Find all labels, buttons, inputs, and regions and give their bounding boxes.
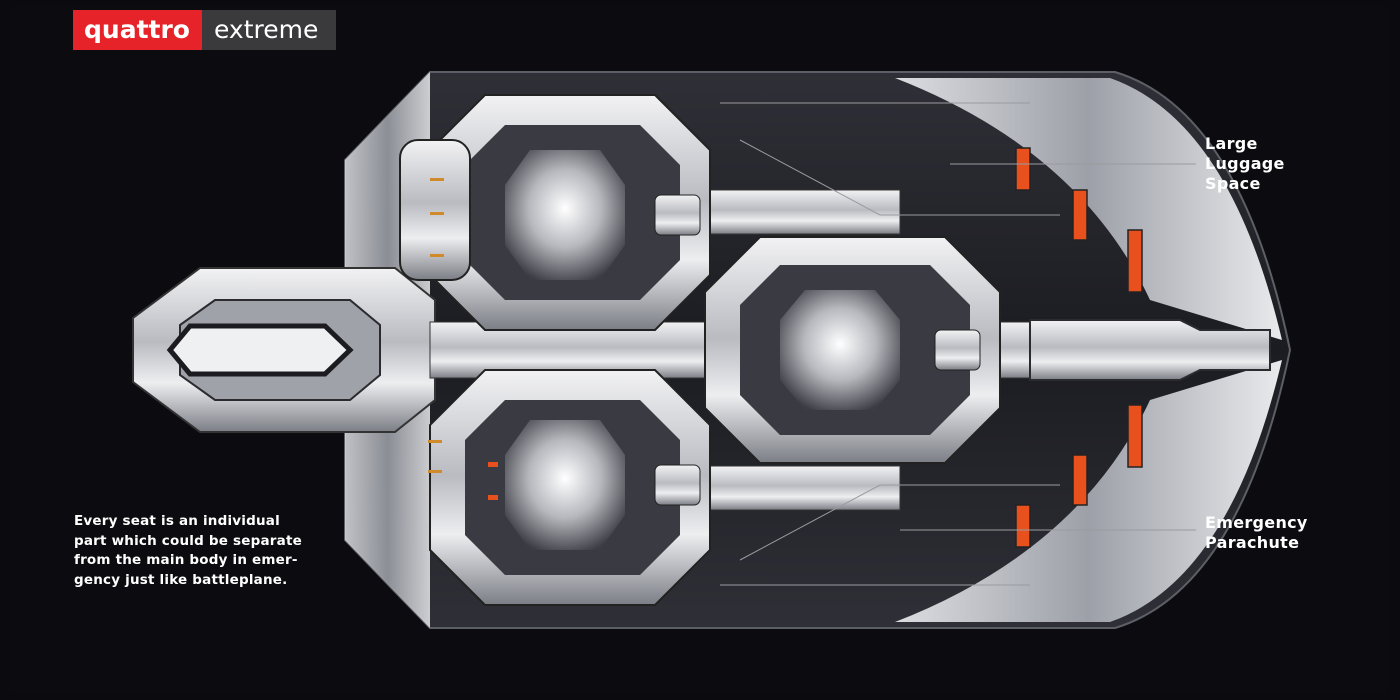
callout-parachute-line-1: Emergency [1205, 513, 1308, 532]
seat-description: Every seat is an individual part which c… [74, 513, 302, 588]
rear-thruster [1029, 319, 1271, 381]
brand-logo: quattro extreme [73, 10, 337, 50]
callout-luggage-line-3: Space [1205, 174, 1261, 193]
callout-luggage: Large Luggage Space [1205, 134, 1285, 194]
callout-parachute-line-2: Parachute [1205, 533, 1300, 552]
seat-bottom [429, 369, 711, 606]
front-sensor [399, 139, 471, 281]
seat-middle [704, 236, 1001, 464]
right-shell-bottom [895, 360, 1282, 622]
right-shell-top [895, 78, 1282, 340]
logo-model-text: extreme [201, 10, 337, 50]
parachute-straps-bottom [1015, 404, 1143, 548]
luggage-straps-top [1015, 147, 1143, 293]
logo-brand-text: quattro [73, 10, 202, 50]
callout-luggage-line-2: Luggage [1205, 154, 1285, 173]
callout-parachute: Emergency Parachute [1205, 513, 1308, 553]
seat-top [429, 94, 711, 331]
callout-luggage-line-1: Large [1205, 134, 1258, 153]
callout-lines [720, 102, 1196, 586]
